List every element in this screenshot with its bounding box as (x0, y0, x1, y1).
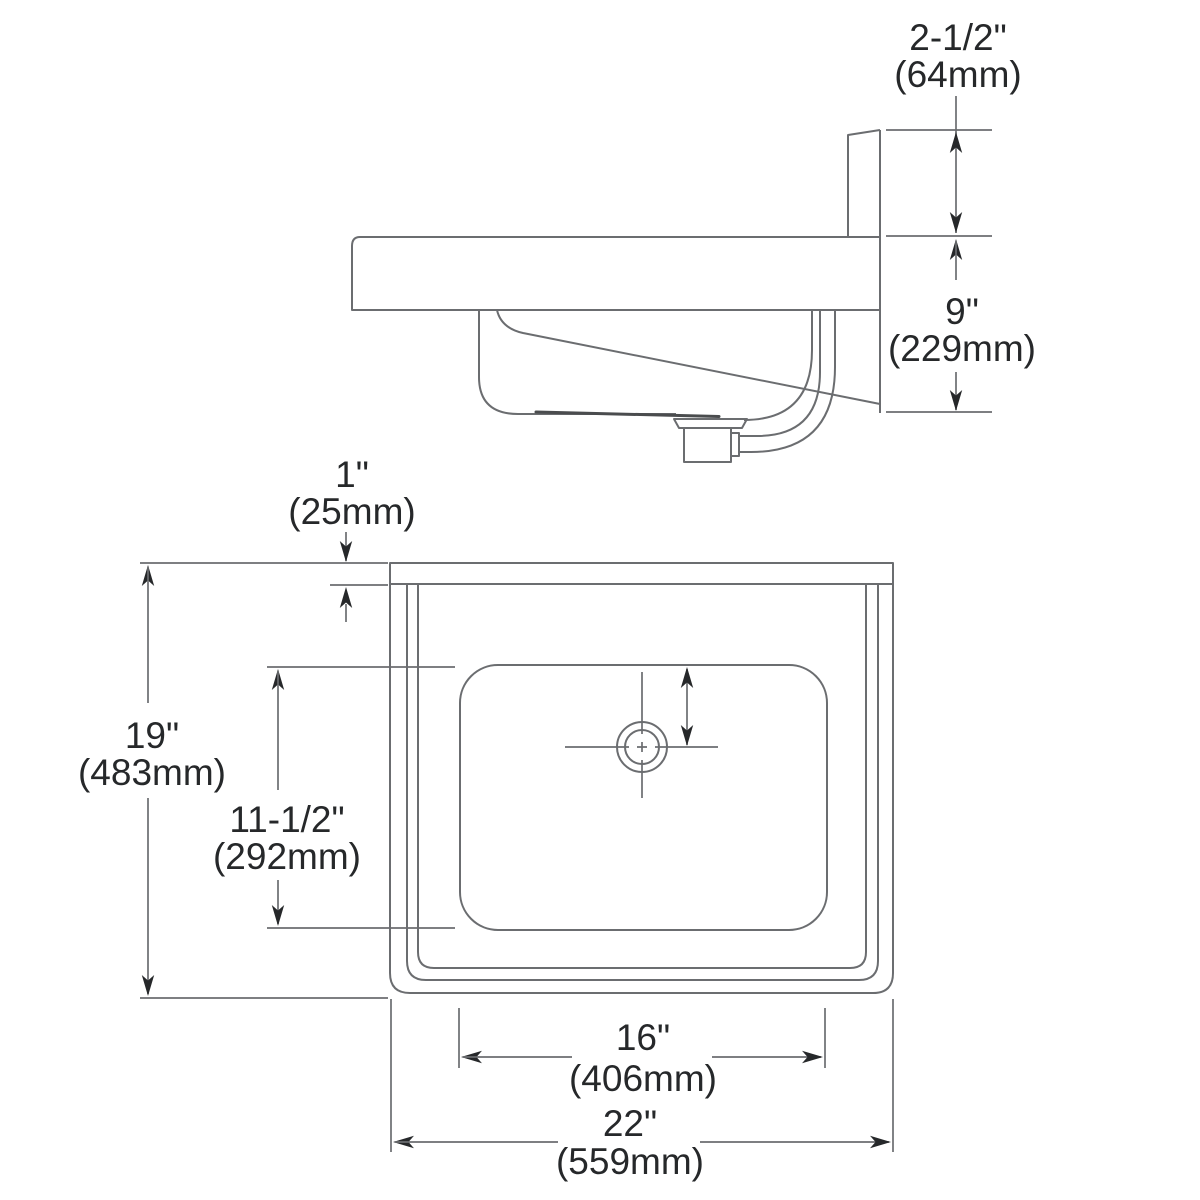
dimension-overall-width: 22" (559mm) (393, 1103, 891, 1182)
side-drain-pipe-inner (739, 310, 821, 437)
dim-bowl-depth-inches: 11-1/2" (229, 799, 344, 840)
dim-rim-lip-inches: 1" (335, 454, 369, 495)
side-drain-body (683, 427, 732, 463)
front-outer-rim (389, 562, 894, 994)
dim-bowl-width-inches: 16" (616, 1017, 670, 1058)
dim-backsplash-mm: (64mm) (894, 54, 1021, 95)
side-bowl-slope-line (496, 309, 881, 405)
dim-overall-width-mm: (559mm) (556, 1141, 704, 1182)
side-bowl-back-wall (743, 310, 813, 421)
dimension-wall-depth: 9" (229mm) (888, 239, 1036, 411)
side-bowl-outline (478, 310, 676, 415)
side-drain-flange (673, 418, 748, 429)
front-rim-frame-inner (417, 584, 867, 969)
side-drain-nipple (730, 432, 740, 457)
side-bowl-bottom-edge (534, 410, 721, 418)
dimension-bowl-width: 16" (406mm) (461, 1017, 823, 1099)
drain-centerlines (565, 672, 718, 798)
side-elevation-view (351, 129, 881, 463)
dimension-overall-depth: 19" (483mm) (78, 565, 226, 996)
front-view-dimensions: 1" (25mm) 19" (483mm) 11-1/2" (292mm) (78, 454, 894, 1182)
dim-wall-depth-mm: (229mm) (888, 328, 1036, 369)
dimension-backsplash-height: 2-1/2" (64mm) (894, 17, 1022, 233)
side-view-dimensions: 2-1/2" (64mm) 9" (229mm) (886, 17, 1036, 413)
side-counter-slab (351, 236, 880, 311)
dim-bowl-width-mm: (406mm) (569, 1058, 717, 1099)
dim-backsplash-inches: 2-1/2" (909, 17, 1006, 58)
dimension-bowl-depth: 11-1/2" (292mm) (213, 666, 455, 929)
dim-wall-depth-inches: 9" (945, 291, 979, 332)
side-drain-pipe-outer (739, 310, 836, 453)
front-rim-frame-outer (406, 584, 879, 981)
dim-rim-lip-mm: (25mm) (288, 491, 415, 532)
dim-overall-depth-mm: (483mm) (78, 752, 226, 793)
dim-overall-width-inches: 22" (603, 1103, 657, 1144)
front-bowl-outline (459, 664, 828, 931)
front-plan-view (389, 562, 894, 994)
side-wall-bracket (847, 129, 881, 237)
dimension-rim-lip: 1" (25mm) (288, 454, 416, 622)
dim-overall-depth-inches: 19" (125, 715, 179, 756)
dim-bowl-depth-mm: (292mm) (213, 836, 361, 877)
drain-offset-arrow (680, 667, 694, 746)
